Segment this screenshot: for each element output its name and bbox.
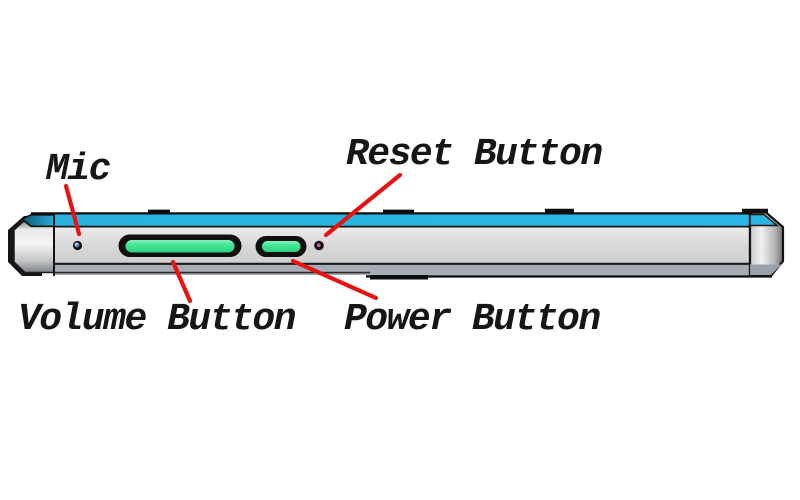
reset-button-label: Reset Button: [346, 133, 603, 176]
volume-button-label: Volume Button: [18, 298, 296, 341]
reset-hole-center: [316, 243, 321, 248]
device-body: [31, 208, 772, 280]
mic-leader-line: [63, 183, 82, 237]
left-cap-face: [13, 219, 55, 274]
power-button: [255, 236, 307, 257]
leader-lines: [63, 172, 403, 304]
bottom-band: [54, 264, 750, 275]
power-button-label: Power Button: [344, 298, 601, 341]
power-leader-line: [290, 258, 379, 301]
mic-hole-center: [74, 242, 80, 248]
mic-label: Mic: [46, 148, 111, 191]
left-end-cap: [8, 214, 55, 276]
left-cap-screen-edge: [20, 214, 55, 228]
right-cap-face: [748, 211, 785, 277]
right-end-cap: [748, 211, 785, 277]
volume-button-key: [125, 240, 235, 253]
right-cap-bottom-band: [750, 264, 782, 275]
reset-leader-line: [323, 172, 403, 238]
mic-hole: [72, 240, 83, 251]
right-cap-screen-edge: [749, 213, 779, 227]
volume-button: [118, 234, 242, 257]
power-button-key: [262, 241, 301, 252]
reset-hole: [314, 240, 324, 251]
screen-edge: [54, 214, 750, 227]
volume-leader-line: [170, 259, 193, 304]
